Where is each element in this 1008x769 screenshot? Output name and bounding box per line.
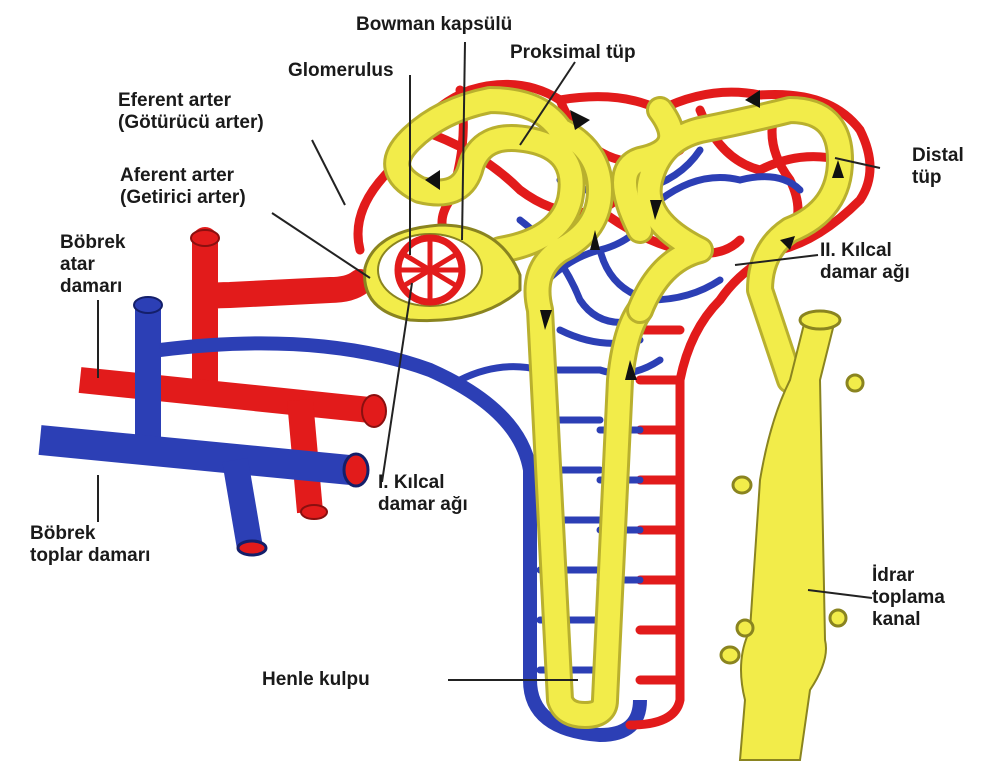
label-bowman-capsule: Bowman kapsülü xyxy=(356,14,512,36)
label-glomerulus: Glomerulus xyxy=(288,60,394,82)
label-renal-artery: Böbrek atar damarı xyxy=(60,232,125,298)
label-henle-loop: Henle kulpu xyxy=(262,669,370,691)
label-second-capillary-network: II. Kılcal damar ağı xyxy=(820,240,910,284)
label-collecting-duct: İdrar toplama kanal xyxy=(872,565,945,631)
label-first-capillary-network: I. Kılcal damar ağı xyxy=(378,472,468,516)
label-proximal-tube: Proksimal tüp xyxy=(510,42,636,64)
label-distal-tube: Distal tüp xyxy=(912,145,964,189)
glomerulus xyxy=(398,238,462,302)
label-renal-vein: Böbrek toplar damarı xyxy=(30,523,150,567)
label-afferent-artery: Aferent arter (Getirici arter) xyxy=(120,165,246,209)
collecting-duct xyxy=(721,311,863,760)
label-efferent-artery: Eferent arter (Götürücü arter) xyxy=(118,90,264,134)
